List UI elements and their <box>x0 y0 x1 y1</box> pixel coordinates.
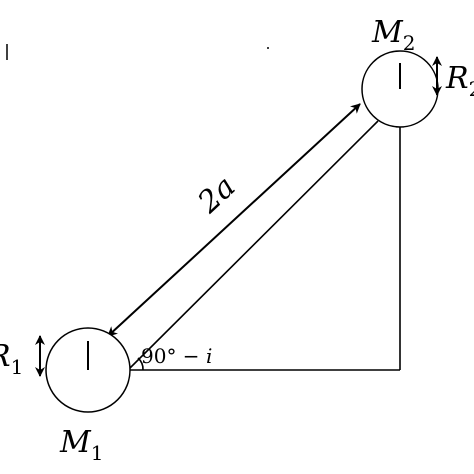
lower-radius-label: R1 <box>0 339 23 379</box>
separation-label: 2a <box>191 169 243 221</box>
angle-arc <box>137 357 144 371</box>
separation-arrow <box>107 103 361 337</box>
angle-label: 90° − i <box>141 344 212 368</box>
stray-dot <box>267 47 269 49</box>
star-connector-line <box>127 120 379 371</box>
upper-star-mass-label: M2 <box>371 15 415 55</box>
lower-star-mass-label: M1 <box>59 425 103 465</box>
upper-radius-label: R2 <box>445 61 474 101</box>
